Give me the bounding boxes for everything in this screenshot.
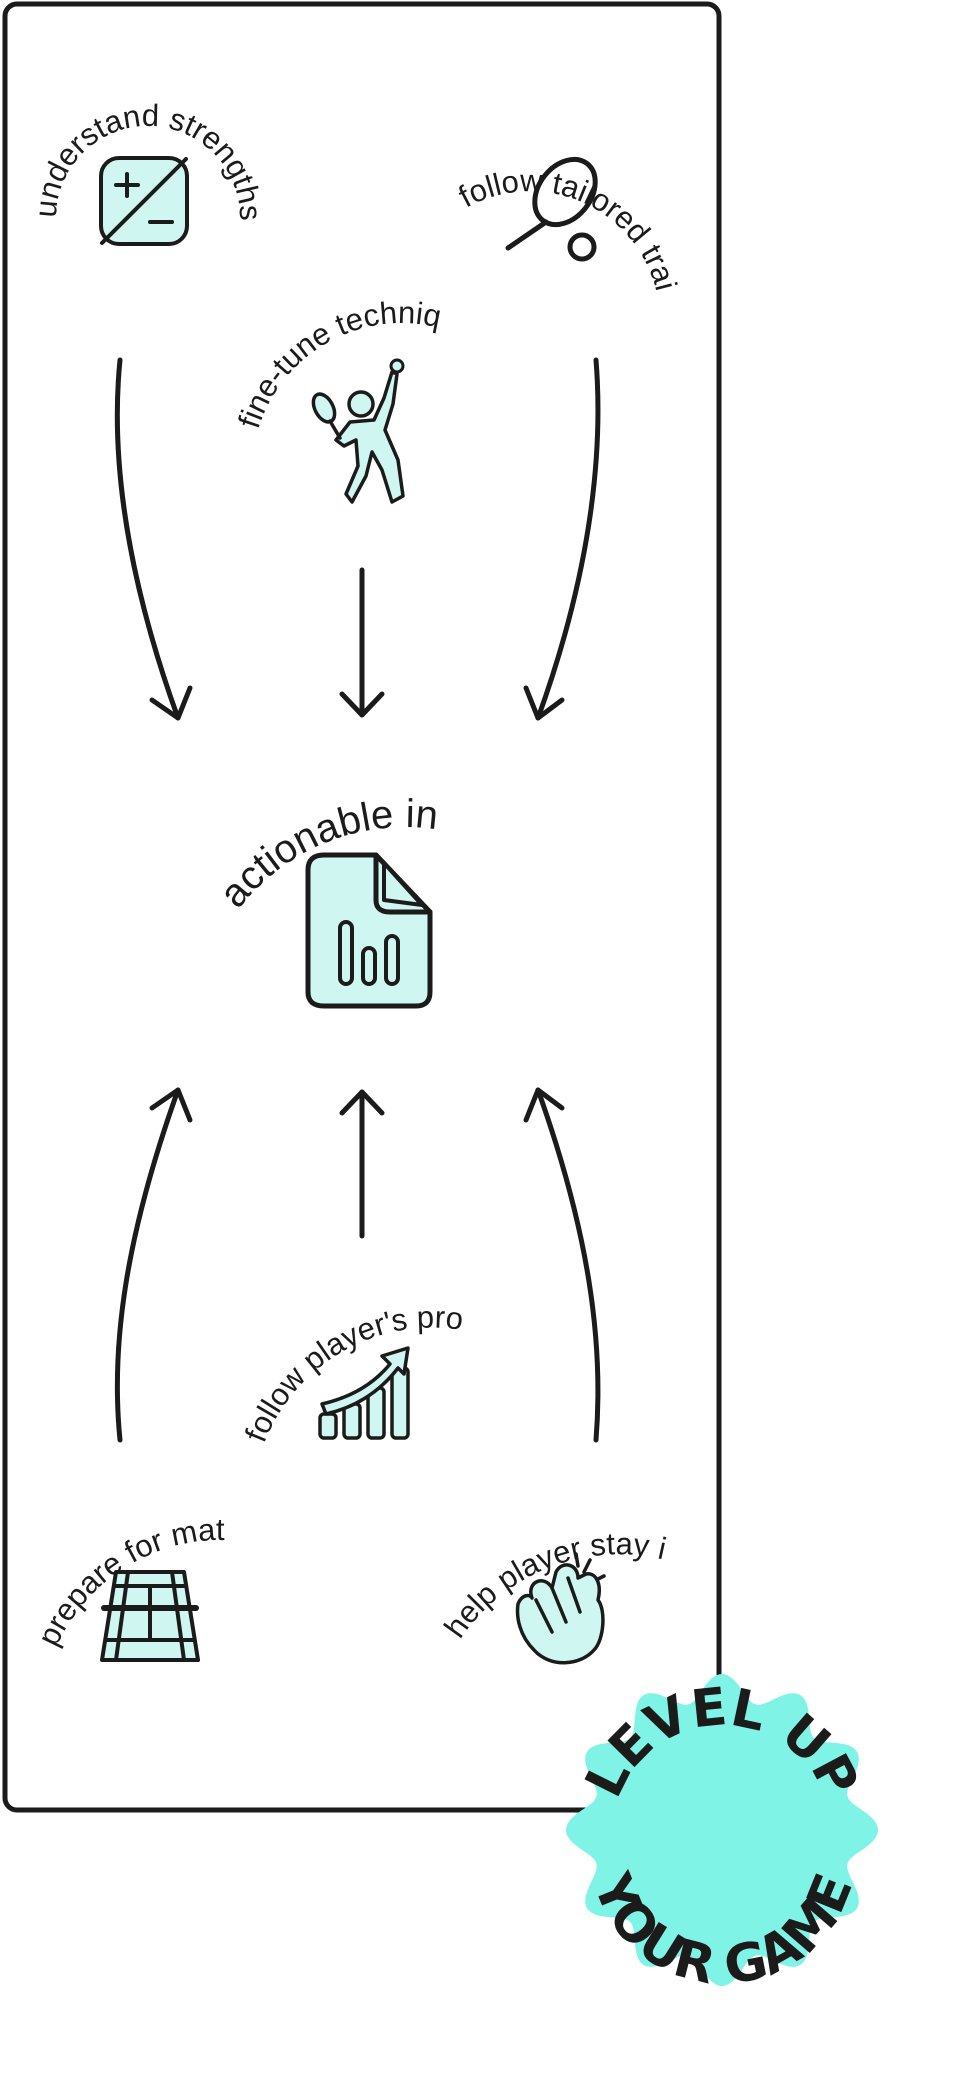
tennis-court-icon (100, 1570, 200, 1662)
arrow-training-to-insights (523, 357, 601, 721)
arrow-progress-to-insights (339, 1089, 385, 1239)
arrow-matches-to-insights (114, 1087, 193, 1443)
arrow-involved-to-insights (523, 1087, 601, 1443)
chart-document-icon (305, 852, 433, 1009)
level-up-badge (566, 1674, 878, 1986)
arrow-technique-to-insights (339, 567, 385, 718)
arrow-strengths-to-insights (114, 357, 193, 721)
racket-ball-icon (505, 156, 598, 262)
clapping-hands-icon (515, 1552, 606, 1665)
plus-minus-icon (99, 156, 189, 246)
growth-chart-icon (318, 1346, 410, 1440)
tennis-player-icon (311, 358, 405, 504)
